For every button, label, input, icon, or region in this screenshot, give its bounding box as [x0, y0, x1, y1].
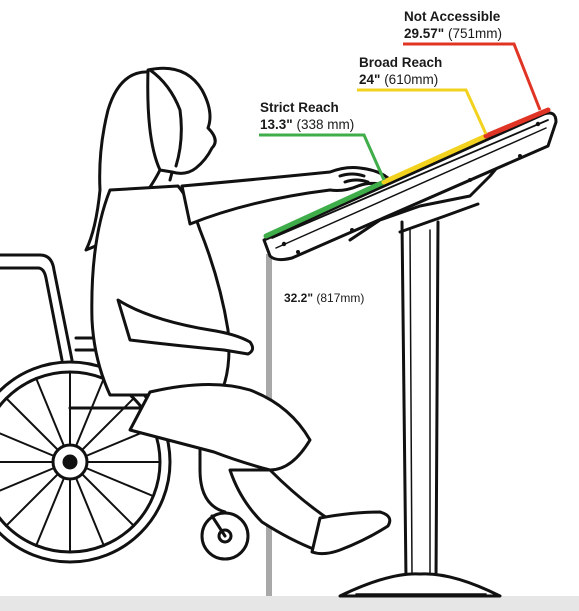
strict-reach-value: 13.3"	[260, 117, 293, 132]
strict-reach-leader	[259, 133, 386, 181]
broad-reach-value: 24"	[359, 72, 381, 87]
strict-reach-label: Strict Reach 13.3" (338 mm)	[260, 99, 354, 133]
broad-reach-title: Broad Reach	[359, 55, 443, 70]
seated-person-icon	[84, 66, 392, 556]
height-metric: (817mm)	[316, 291, 365, 305]
not-accessible-label: Not Accessible 29.57" (751mm)	[404, 8, 502, 42]
strict-reach-title: Strict Reach	[260, 100, 339, 115]
height-label: 32.2" (817mm)	[284, 291, 364, 305]
not-accessible-title: Not Accessible	[404, 9, 501, 24]
kiosk-stand-icon	[262, 111, 558, 598]
not-accessible-band	[483, 107, 551, 139]
strict-reach-metric: (338 mm)	[296, 117, 355, 132]
not-accessible-metric: (751mm)	[447, 26, 502, 41]
broad-reach-band	[381, 133, 489, 185]
broad-reach-leader	[357, 88, 488, 135]
broad-reach-label: Broad Reach 24" (610mm)	[359, 54, 442, 88]
floor	[0, 596, 579, 611]
strict-reach-band	[263, 179, 387, 239]
not-accessible-leader	[403, 42, 542, 111]
height-value: 32.2"	[284, 291, 314, 305]
not-accessible-value: 29.57"	[404, 26, 445, 41]
broad-reach-metric: (610mm)	[384, 72, 439, 87]
